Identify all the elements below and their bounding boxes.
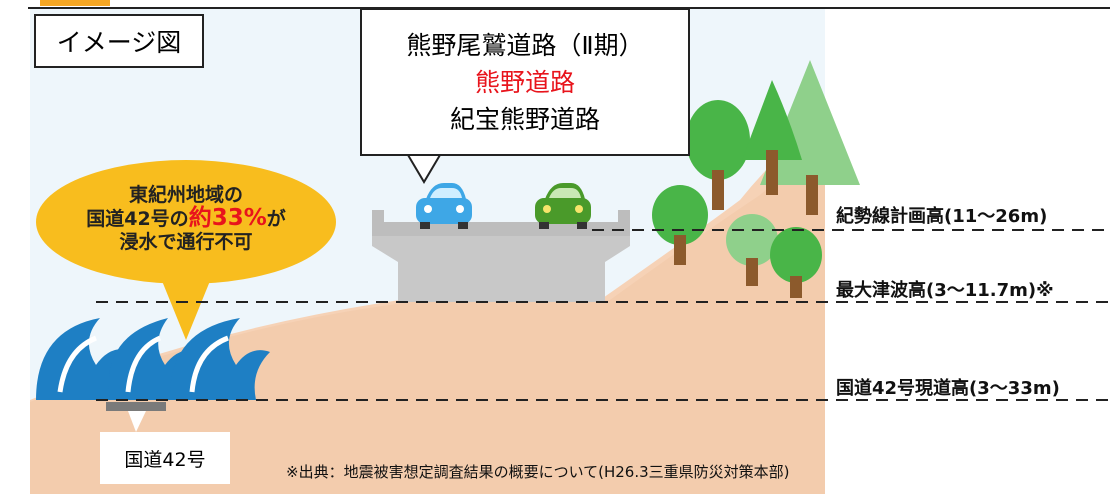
max-tsunami-label: 最大津波高(3～11.7m)※	[836, 280, 1054, 301]
image-title-text: イメージ図	[56, 28, 182, 57]
flood-bubble-line2-prefix: 国道42号の	[86, 208, 189, 230]
flood-bubble-line1: 東紀州地域の	[128, 184, 243, 206]
top-strip-decoration	[40, 0, 110, 6]
image-title: イメージ図	[34, 14, 204, 68]
road-callout-line3: 紀宝熊野道路	[449, 104, 600, 134]
road-callout-line1: 熊野尾鷲道路（Ⅱ期）	[406, 30, 644, 60]
route-42-road-segment	[106, 402, 166, 411]
blue-car-icon	[416, 183, 472, 229]
road-callout: 熊野尾鷲道路（Ⅱ期） 熊野道路 紀宝熊野道路	[360, 8, 690, 156]
current-road-height-label: 国道42号現道高(3～33m)	[836, 378, 1060, 399]
flood-bubble-percentage: 約33%	[188, 205, 267, 231]
flood-bubble-line2-suffix: が	[266, 208, 286, 230]
road-callout-tail	[407, 154, 441, 184]
route-42-label: 国道42号	[100, 432, 230, 484]
hill-shade	[30, 140, 825, 494]
route-42-label-text: 国道42号	[124, 448, 206, 471]
tsunami-wave-icon	[36, 318, 270, 400]
route-label-pointer	[128, 411, 146, 432]
bridge	[372, 210, 630, 302]
flood-bubble-line2: 国道42号の約33%が	[36, 207, 336, 231]
flood-bubble-line3: 浸水で通行不可	[119, 231, 253, 253]
source-note: ※出典：地震被害想定調査結果の概要について(H26.3三重県防災対策本部)	[286, 463, 790, 481]
green-car-icon	[535, 183, 591, 229]
flood-bubble	[36, 160, 336, 284]
forest	[652, 60, 860, 298]
road-callout-line2: 熊野道路	[474, 67, 575, 97]
top-frame	[0, 0, 1116, 9]
plan-height-label: 紀勢線計画高(11～26m)	[836, 206, 1048, 227]
flood-bubble-tail	[160, 276, 212, 340]
flood-bubble-text: 東紀州地域の 国道42号の約33%が 浸水で通行不可	[36, 184, 336, 254]
